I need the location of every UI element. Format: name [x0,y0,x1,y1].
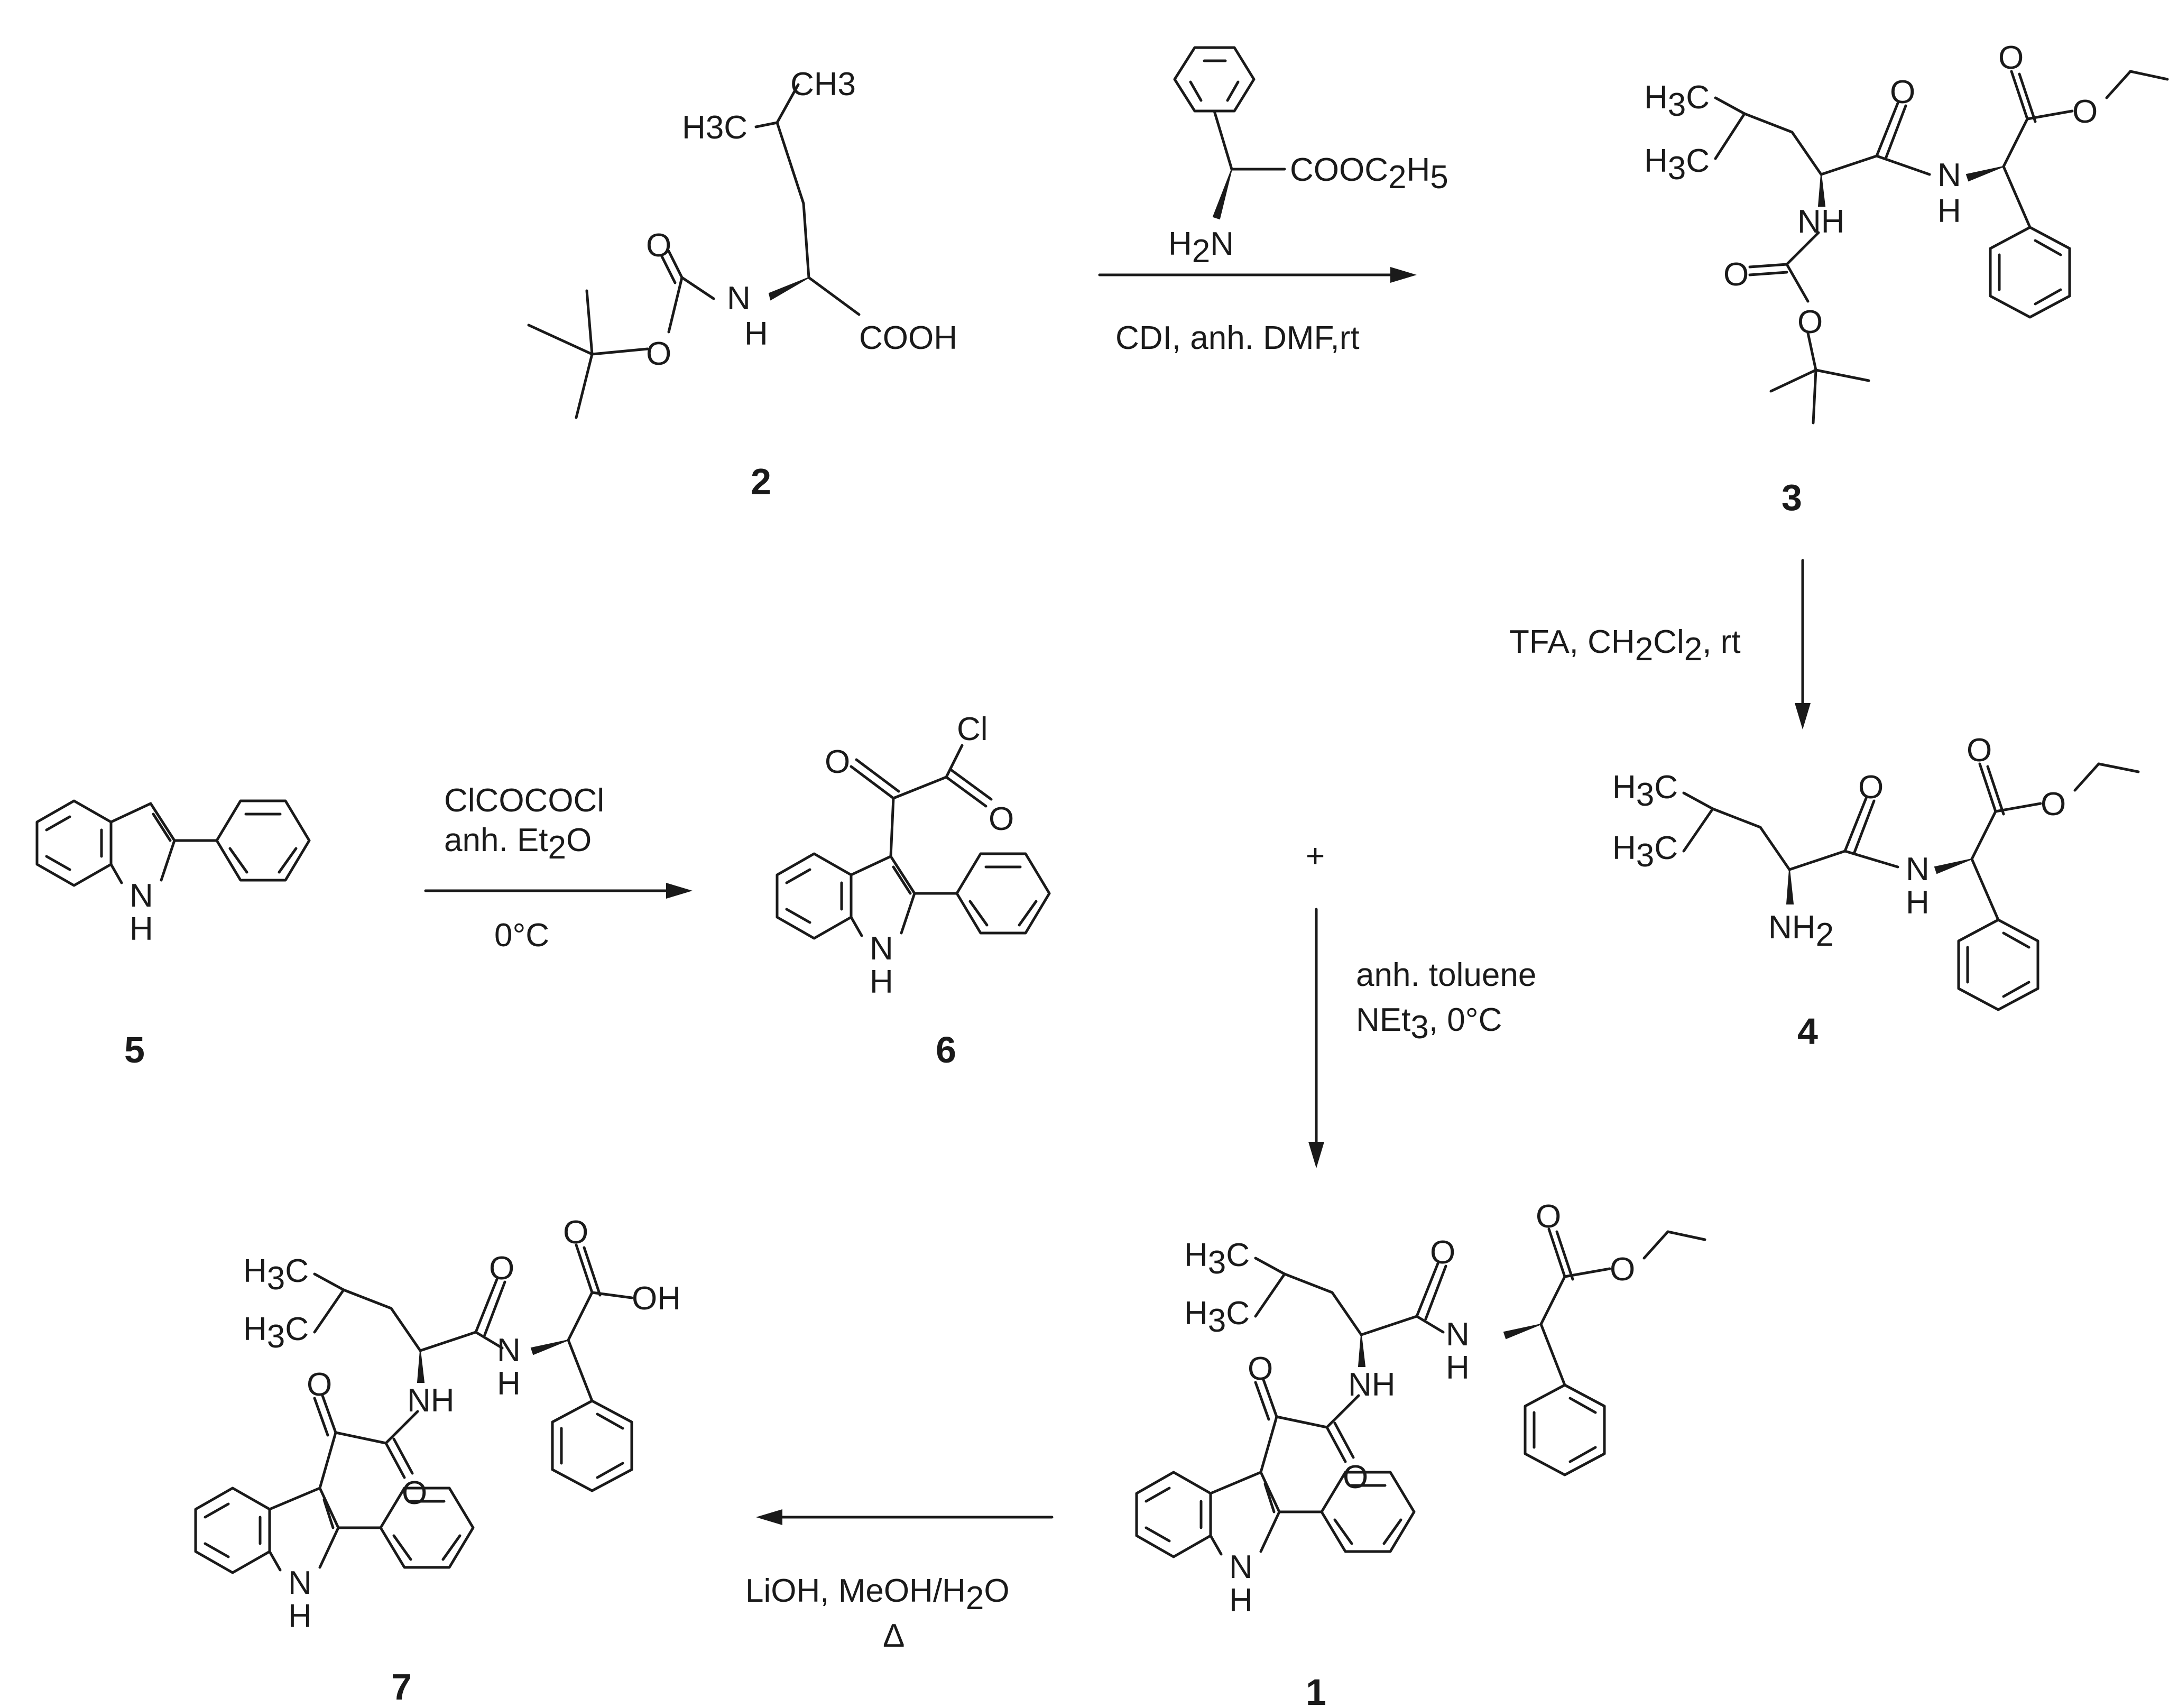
carboxylic-acid: COOH [859,320,957,356]
indole-nitrogen: N [288,1565,312,1601]
acyl-oxygen: O [989,801,1014,837]
amide-oxygen: O [1890,74,1915,110]
isopropyl-methyl-b: H3C [1612,830,1678,874]
amide-nitrogen: N [727,280,751,317]
amide-hydrogen: H [744,316,768,352]
indole-hydrogen: H [288,1598,312,1635]
isopropyl-methyl-b: H3C [1184,1295,1250,1339]
compound-2: CH3 H3C O N H O COOH 2 [527,66,957,502]
h3c-label: H3C [682,109,747,146]
step3-solvent: anh. Et2O [444,822,592,866]
peptide-hydrogen: H [1446,1350,1470,1386]
free-amine: NH2 [1768,909,1834,953]
step4-solvent: anh. toluene [1356,957,1536,993]
ester-carbonyl-oxygen: O [1967,732,1992,769]
reaction-arrow-4: anh. toluene NEt3, 0°C [1308,908,1536,1168]
peptide-nitrogen: N [1906,851,1930,888]
peptide-hydrogen: H [1906,884,1930,921]
compound-number: 3 [1782,477,1802,518]
peptide-nitrogen: N [1937,157,1961,193]
carbamate-ether-oxygen: O [1797,304,1823,340]
indole-hydrogen: H [870,964,893,1000]
step5-conditions: LiOH, MeOH/H2O [745,1573,1010,1617]
compound-1: H3C H3C O NH O O N H O O N H 1 [1135,1198,1706,1708]
carbamate-oxygen: O [1723,256,1749,293]
peptide-nitrogen: N [497,1332,521,1369]
indole-hydrogen: H [130,911,153,947]
peptide-hydrogen: H [1937,193,1961,229]
amide-oxygen: O [489,1250,514,1287]
oxamide-oxygen: O [402,1475,427,1511]
step5-heat: Δ [883,1618,904,1654]
compound-3: H3C H3C O NH O O N H O O 3 [1644,40,2169,518]
compound-number: 4 [1797,1011,1818,1052]
ester-oxygen: O [1610,1251,1635,1288]
peptide-nitrogen: N [1446,1316,1470,1353]
compound-6: Cl O O N H 6 [776,711,1051,1070]
amine-group: H2N [1168,226,1234,270]
compound-number: 2 [751,461,771,502]
isopropyl-methyl-a: H3C [1612,769,1678,813]
keto-oxygen: O [307,1367,332,1403]
plus-sign: + [1306,838,1325,874]
reaction-arrow-1: CDI, anh. DMF,rt [1098,267,1417,356]
peptide-hydrogen: H [497,1365,521,1402]
ch3-label: CH3 [790,66,856,103]
isopropyl-methyl-b: H3C [243,1311,309,1355]
oxamide-oxygen: O [1343,1459,1368,1495]
isopropyl-methyl-b: H3C [1644,143,1710,187]
ester-carbonyl-oxygen: O [1998,40,2024,76]
indole-nitrogen: N [1229,1549,1253,1585]
isopropyl-methyl-a: H3C [1644,79,1710,123]
ether-oxygen: O [646,336,671,372]
compound-4: H3C H3C O NH2 N H O O 4 [1612,732,2140,1052]
ester-oxygen: O [2041,786,2066,823]
phe-ethyl-ester-reagent: COOC2H5 H2N [1168,46,1448,270]
indole-hydrogen: H [1229,1582,1253,1619]
keto-oxygen: O [1248,1351,1273,1387]
step3-reagent: ClCOCOCl [444,782,604,819]
reaction-arrow-2: TFA, CH2Cl2, rt [1509,559,1811,730]
hydroxyl-group: OH [632,1280,681,1317]
ester-oxygen: O [2072,94,2098,130]
amide-oxygen: O [1858,769,1884,806]
compound-number: 6 [936,1029,956,1070]
oxamide-nh: NH [407,1382,455,1419]
step2-conditions: TFA, CH2Cl2, rt [1509,624,1741,668]
keto-oxygen: O [825,744,850,780]
compound-number: 1 [1306,1672,1326,1708]
isopropyl-methyl-a: H3C [243,1253,309,1297]
compound-5: N H 5 [35,799,311,1070]
compound-number: 5 [124,1029,145,1070]
step3-temperature: 0°C [494,917,549,954]
acyl-chloride: Cl [957,711,988,747]
compound-7: H3C H3C O NH O O N H O OH N H 7 [194,1214,681,1707]
oxamide-nh: NH [1348,1367,1396,1403]
indole-nitrogen: N [870,930,893,967]
reaction-arrow-5: LiOH, MeOH/H2O Δ [745,1509,1054,1654]
indole-nitrogen: N [130,878,153,914]
step4-base: NEt3, 0°C [1356,1002,1502,1046]
amide-oxygen: O [1430,1234,1455,1271]
isopropyl-methyl-a: H3C [1184,1237,1250,1281]
carbamate-nh: NH [1797,204,1845,240]
ester-carbonyl-oxygen: O [1536,1198,1561,1235]
step1-conditions: CDI, anh. DMF,rt [1115,320,1360,356]
reaction-arrow-3: ClCOCOCl anh. Et2O 0°C [424,782,693,954]
carbonyl-oxygen: O [646,227,671,264]
compound-number: 7 [391,1666,412,1707]
acid-carbonyl-oxygen: O [563,1214,588,1251]
ester-group: COOC2H5 [1290,152,1448,196]
